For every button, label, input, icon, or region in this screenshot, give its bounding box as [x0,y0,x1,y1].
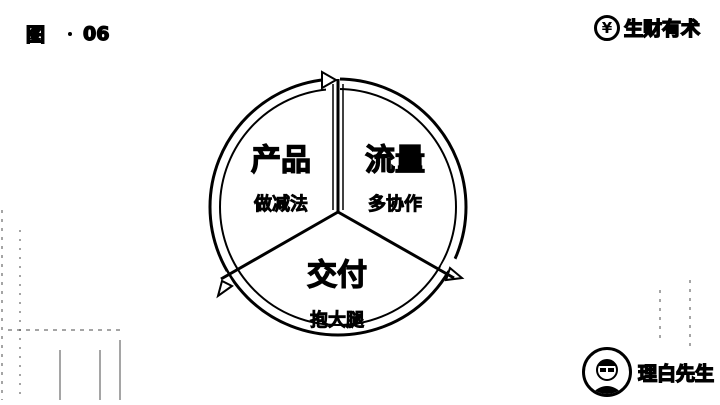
background-texture [1,210,691,400]
segment-traffic-title: 流量 [365,143,425,178]
segment-traffic-subtitle: 多协作 [368,193,422,215]
arrow-icon-left [216,279,234,299]
brand-name: 生财有术 [623,17,700,40]
separator-dot [68,32,72,36]
brand-watermark: ¥ 生财有术 [593,14,701,41]
segment-delivery-subtitle: 抱大腿 [310,309,364,331]
author-name: 理白先生 [637,362,714,385]
figure-label: 图 06 [25,20,110,47]
avatar [581,347,632,397]
divider-left [220,210,339,281]
divider-right [337,210,455,280]
segment-delivery-title: 交付 [307,258,367,293]
author-signature: 理白先生 [581,347,715,397]
brand-logo-icon: ¥ [593,14,620,41]
figure-number: 06 [82,22,110,45]
segment-product-subtitle: 做减法 [253,193,308,215]
arrow-icon-top [321,70,339,90]
person-icon [590,359,623,394]
figure-label-prefix: 图 [25,23,46,46]
segment-product-title: 产品 [251,143,311,178]
